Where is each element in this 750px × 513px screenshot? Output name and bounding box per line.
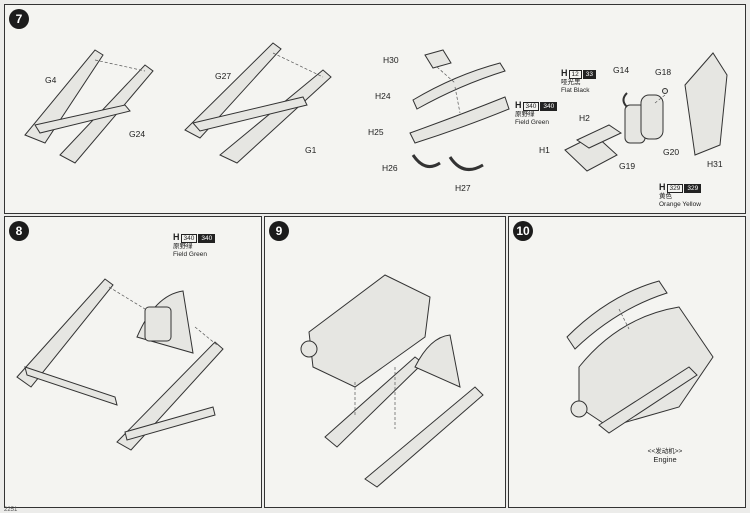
label-g19: G19	[619, 161, 636, 171]
frame-part-g4	[24, 49, 104, 144]
step-7-illustration	[24, 42, 728, 172]
frame-assembly-right	[364, 386, 484, 488]
engine-caption-en: Engine	[653, 455, 677, 464]
engine-propeller-shaft	[300, 340, 318, 358]
step-number-9: 9	[269, 221, 289, 241]
frame-right-side	[116, 341, 224, 451]
bulkhead-part-h31	[684, 52, 728, 156]
line-part-g14	[622, 92, 628, 108]
label-h30: H30	[383, 55, 399, 65]
bracket-part-h27	[448, 156, 484, 171]
step-10-illustration	[566, 280, 714, 434]
step-9-illustration	[300, 274, 484, 488]
frame-part-h2	[575, 124, 623, 149]
engine-propeller-shaft	[570, 400, 588, 418]
step-number-10: 10	[513, 221, 533, 241]
cowling-part-h25	[409, 96, 510, 144]
page-number: 2251	[4, 507, 18, 513]
bracket-part-h30	[424, 49, 452, 69]
label-h2: H2	[579, 113, 590, 123]
label-g27: G27	[215, 71, 232, 81]
tank-part-g20	[640, 94, 664, 140]
label-g20: G20	[663, 147, 680, 157]
cowling-part-h24	[412, 62, 506, 110]
label-g18: G18	[655, 67, 672, 77]
frame-left-side	[16, 278, 114, 388]
cowling-panel-upper	[566, 280, 668, 350]
step-9-panel: 9	[264, 216, 506, 508]
step-10-panel: 10 <<发动机>> Engine	[508, 216, 746, 508]
label-g4: G4	[45, 75, 57, 85]
step-number-7: 7	[9, 9, 29, 29]
engine-block	[308, 274, 431, 388]
step-7-panel: 7	[4, 4, 746, 214]
engine-assembly	[578, 306, 714, 428]
engine-caption-cn: <<发动机>>	[647, 448, 683, 455]
tank-assembly	[144, 306, 172, 342]
label-h1: H1	[539, 145, 550, 155]
label-h31: H31	[707, 159, 723, 169]
label-h27: H27	[455, 183, 471, 193]
frame-part-g27	[184, 42, 282, 139]
step-number-8: 8	[9, 221, 29, 241]
bracket-part-h26	[411, 154, 441, 169]
label-h26: H26	[382, 163, 398, 173]
step-8-illustration	[16, 278, 224, 451]
label-g14: G14	[613, 65, 630, 75]
label-g1: G1	[305, 145, 317, 155]
bulkhead-assembly	[414, 334, 461, 388]
knob-part-g18	[662, 88, 668, 94]
label-h25: H25	[368, 127, 384, 137]
label-h24: H24	[375, 91, 391, 101]
label-g24: G24	[129, 129, 146, 139]
frame-part-g1	[219, 69, 332, 164]
